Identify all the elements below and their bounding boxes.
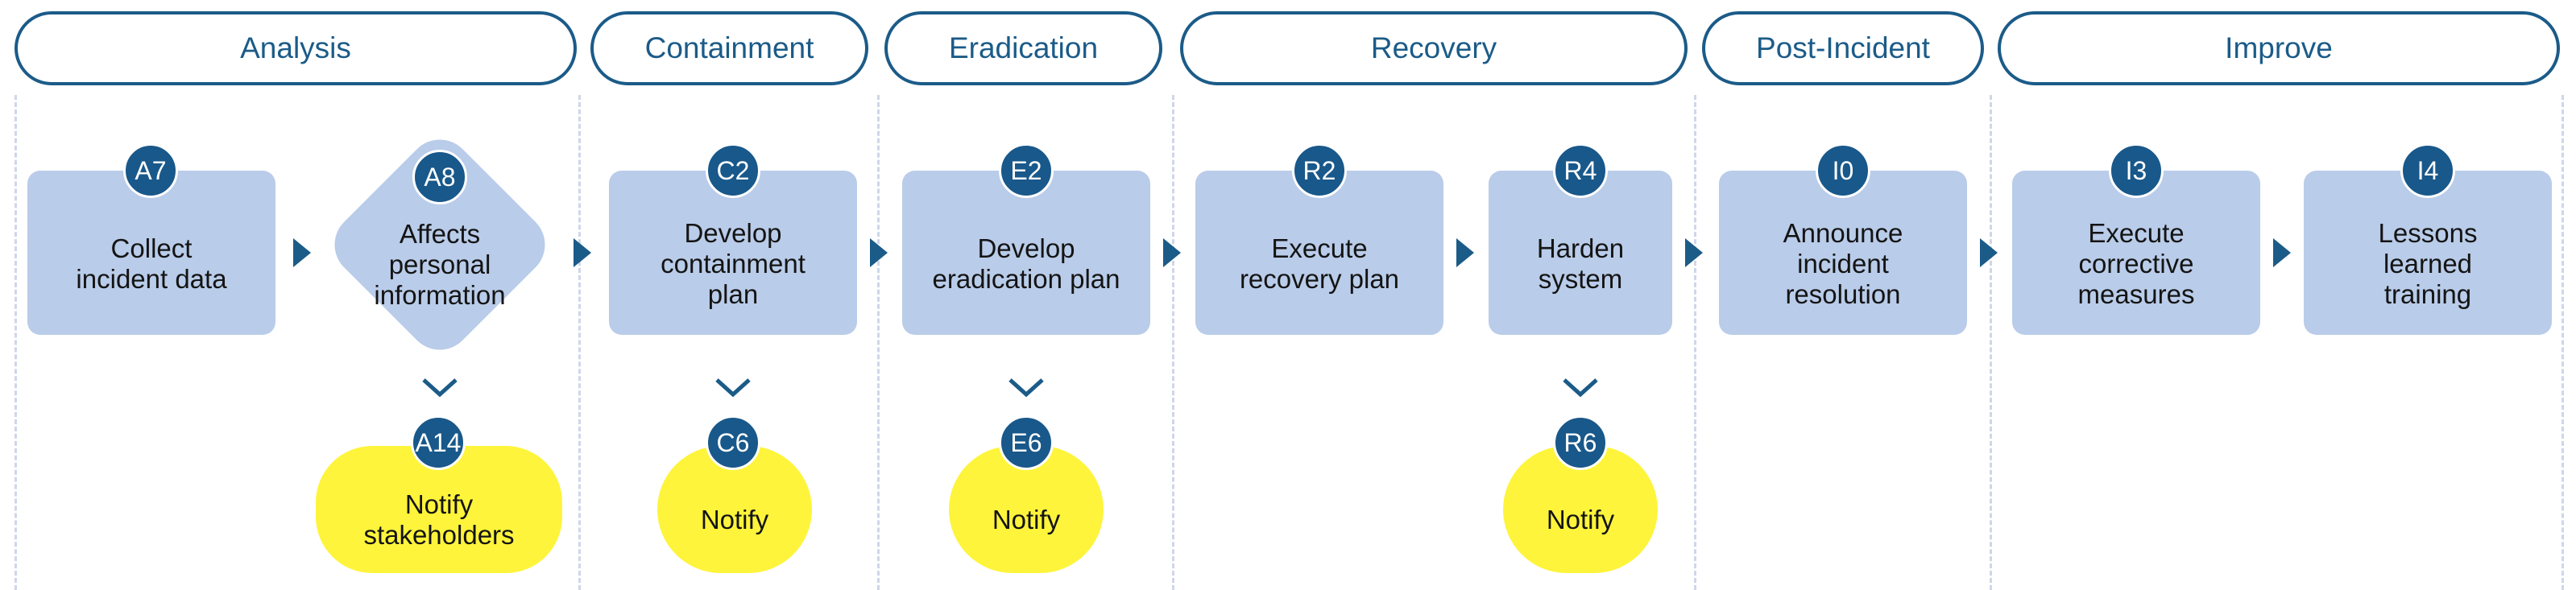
right-triangle-arrow-icon [574, 238, 591, 267]
phase-improve: Improve [1998, 11, 2560, 85]
right-triangle-arrow-icon [2273, 238, 2291, 267]
step-e2-badge: E2 [999, 143, 1054, 198]
step-i3-label: Execute corrective measures [2077, 218, 2195, 309]
right-triangle-arrow-icon [870, 238, 888, 267]
step-r4-badge: R4 [1553, 143, 1608, 198]
phase-divider [578, 95, 581, 590]
phase-analysis-label: Analysis [240, 31, 351, 64]
step-i4: Lessons learned training [2304, 171, 2552, 335]
notify-c6-label: Notify [700, 505, 769, 534]
step-e2-label: Develop eradication plan [932, 233, 1120, 294]
chevron-down-icon [422, 378, 458, 398]
chevron-down-icon [715, 378, 751, 398]
right-triangle-arrow-icon [1456, 238, 1474, 267]
phase-containment: Containment [590, 11, 868, 85]
phase-divider [1694, 95, 1696, 590]
right-triangle-arrow-icon [1980, 238, 1998, 267]
phase-eradication-label: Eradication [948, 31, 1099, 64]
step-i4-label: Lessons learned training [2378, 218, 2478, 309]
step-a8-label: Affects personal information [374, 219, 506, 310]
step-r4-label: Harden system [1536, 233, 1625, 294]
step-a8-badge: A8 [412, 150, 467, 204]
step-a7-badge: A7 [123, 143, 178, 198]
notify-r6-label: Notify [1546, 505, 1615, 534]
step-c2-badge: C2 [706, 143, 760, 198]
step-c2: Develop containment plan [609, 171, 857, 335]
step-a7: Collect incident data [27, 171, 275, 335]
step-i4-badge: I4 [2400, 143, 2455, 198]
phase-containment-label: Containment [644, 31, 814, 64]
step-r2-label: Execute recovery plan [1239, 233, 1400, 294]
chevron-down-icon [1563, 378, 1598, 398]
phase-divider [14, 95, 17, 590]
phase-improve-label: Improve [2225, 31, 2333, 64]
step-i3-badge: I3 [2109, 143, 2164, 198]
phase-recovery: Recovery [1180, 11, 1688, 85]
phase-post-incident-label: Post-Incident [1756, 31, 1930, 64]
phase-analysis: Analysis [14, 11, 577, 85]
notify-c6-badge: C6 [706, 415, 760, 470]
step-i0-label: Announce incident resolution [1783, 218, 1903, 309]
notify-r6-badge: R6 [1553, 415, 1608, 470]
step-i0: Announce incident resolution [1719, 171, 1967, 335]
step-r2: Execute recovery plan [1195, 171, 1443, 335]
phase-divider [2562, 95, 2564, 590]
notify-e6-label: Notify [992, 505, 1061, 534]
right-triangle-arrow-icon [293, 238, 311, 267]
chevron-down-icon [1008, 378, 1044, 398]
step-r4: Harden system [1489, 171, 1672, 335]
step-c2-label: Develop containment plan [661, 218, 806, 309]
phase-divider [877, 95, 880, 590]
step-i0-badge: I0 [1816, 143, 1870, 198]
step-a7-label: Collect incident data [76, 233, 227, 294]
phase-eradication: Eradication [884, 11, 1162, 85]
phase-divider [1990, 95, 1992, 590]
right-triangle-arrow-icon [1685, 238, 1703, 267]
notify-e6-badge: E6 [999, 415, 1054, 470]
phase-divider [1172, 95, 1174, 590]
notify-a14-badge: A14 [411, 415, 466, 470]
right-triangle-arrow-icon [1163, 238, 1181, 267]
notify-a14-label: Notify stakeholders [363, 489, 515, 550]
phase-post-incident: Post-Incident [1702, 11, 1984, 85]
step-r2-badge: R2 [1292, 143, 1347, 198]
step-i3: Execute corrective measures [2012, 171, 2260, 335]
phase-recovery-label: Recovery [1370, 31, 1497, 64]
step-e2: Develop eradication plan [902, 171, 1150, 335]
